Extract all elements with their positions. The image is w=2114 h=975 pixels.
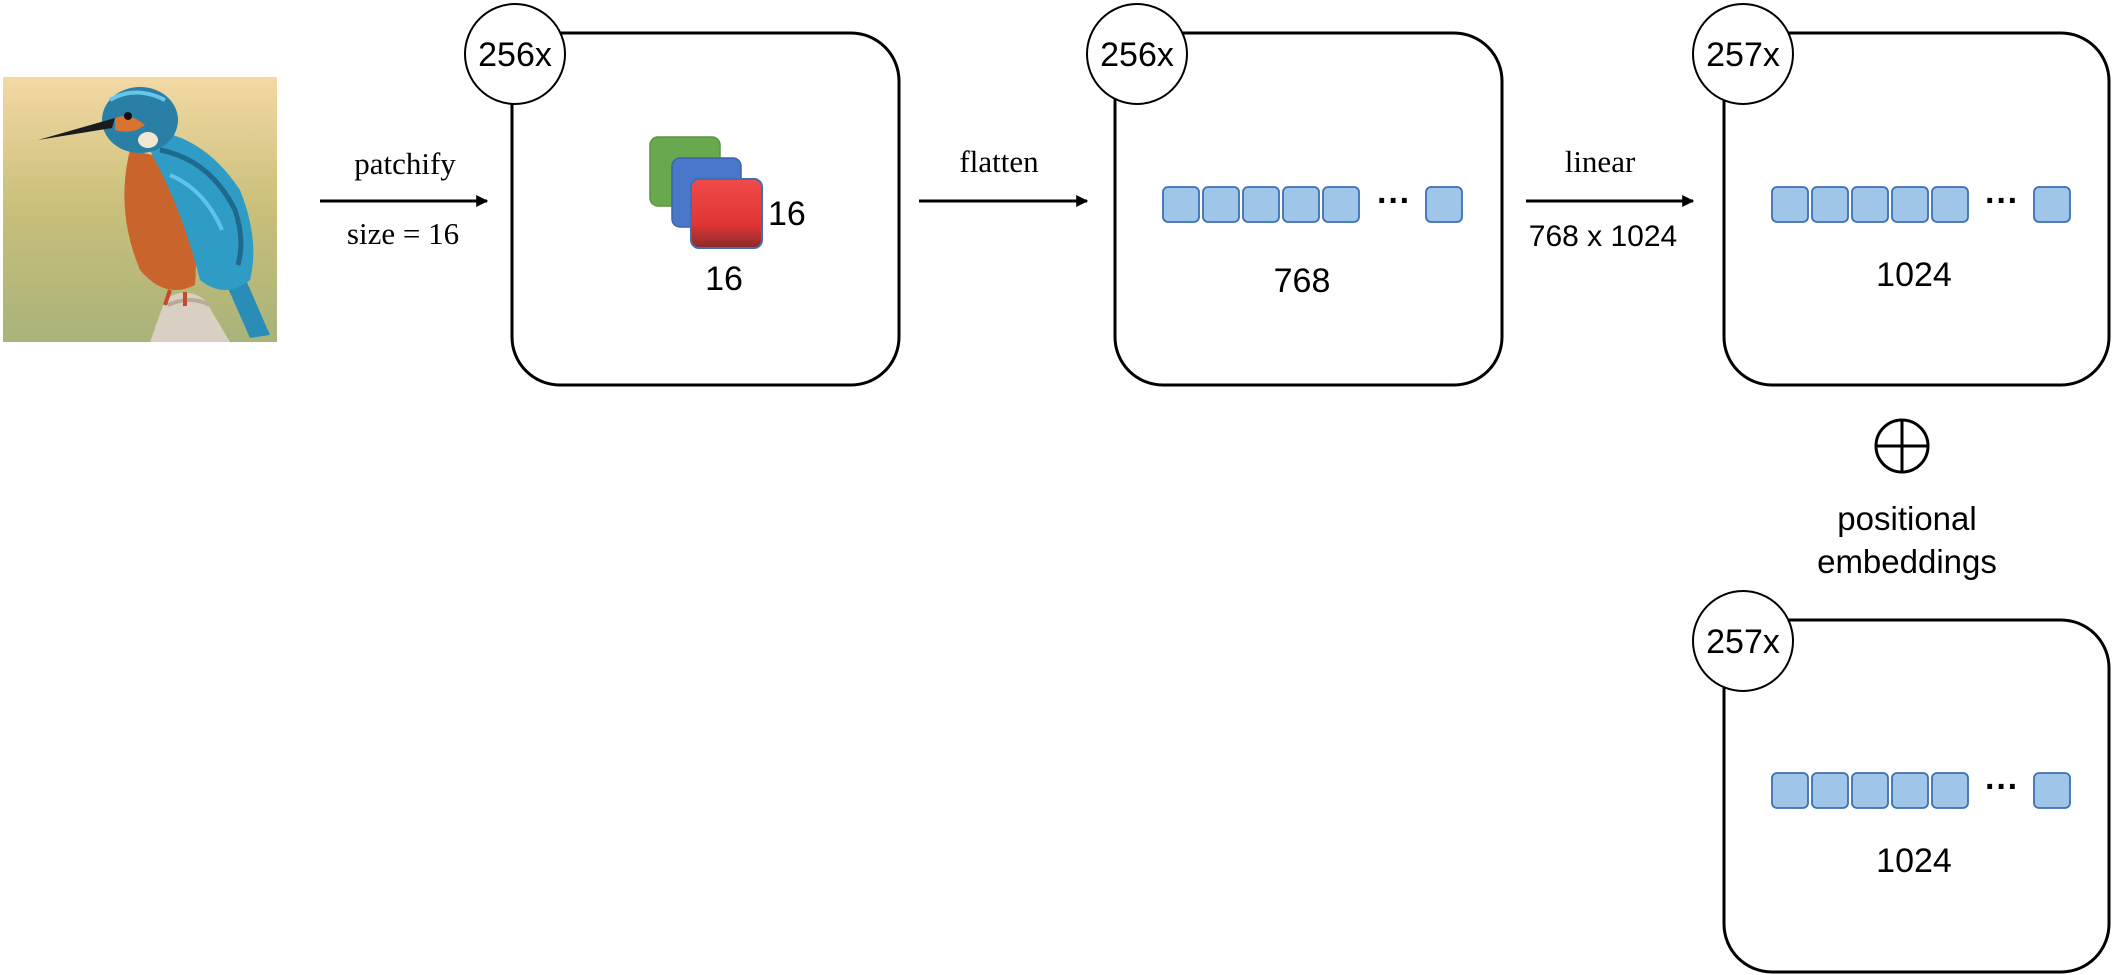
linear-label: linear xyxy=(1565,144,1636,179)
patch-height-label: 16 xyxy=(768,195,806,233)
patches-count-badge xyxy=(464,3,566,105)
embedded-ellipsis: ··· xyxy=(1985,768,2019,806)
patchify-arrow: patchify size = 16 xyxy=(320,146,489,251)
projected-box: ··· 1024 257x xyxy=(1692,3,2111,387)
flatten-arrow: flatten xyxy=(919,144,1089,207)
circled-plus-icon xyxy=(1874,418,1930,474)
embeddings-label: embeddings xyxy=(1817,543,1997,580)
projected-count-badge xyxy=(1692,3,1794,105)
patch-width-label: 16 xyxy=(705,260,743,298)
positional-embeddings-add: positional embeddings xyxy=(1817,418,1997,580)
projected-dim-label: 1024 xyxy=(1876,256,1952,294)
embedded-box: ··· 1024 257x xyxy=(1692,590,2111,974)
projected-vector: ··· xyxy=(1771,182,2071,223)
projected-ellipsis: ··· xyxy=(1985,182,2019,220)
flattened-ellipsis: ··· xyxy=(1377,182,1411,220)
patches-count-label: 256x xyxy=(478,36,552,74)
patches-box: 16 16 256x xyxy=(464,3,901,387)
flattened-vector: ··· xyxy=(1162,182,1463,223)
embedded-count-label: 257x xyxy=(1706,623,1780,661)
embedded-count-badge xyxy=(1692,590,1794,692)
kingfisher-bird-icon xyxy=(38,87,270,342)
flattened-count-badge xyxy=(1086,3,1188,105)
patch-stack-icon xyxy=(649,136,763,249)
projected-count-label: 257x xyxy=(1706,36,1780,74)
embedded-dim-label: 1024 xyxy=(1876,842,1952,880)
linear-arrow: linear 768 x 1024 xyxy=(1526,144,1695,253)
flattened-count-label: 256x xyxy=(1100,36,1174,74)
linear-shape-label: 768 x 1024 xyxy=(1529,220,1677,253)
flattened-box: ··· 768 256x xyxy=(1086,3,1504,387)
flattened-dim-label: 768 xyxy=(1274,262,1331,300)
patchify-label: patchify xyxy=(354,146,456,181)
patchify-size-label: size = 16 xyxy=(347,216,459,251)
input-image xyxy=(3,77,277,342)
flatten-label: flatten xyxy=(959,144,1039,179)
positional-label: positional xyxy=(1837,500,1976,537)
embedded-vector: ··· xyxy=(1771,768,2071,809)
